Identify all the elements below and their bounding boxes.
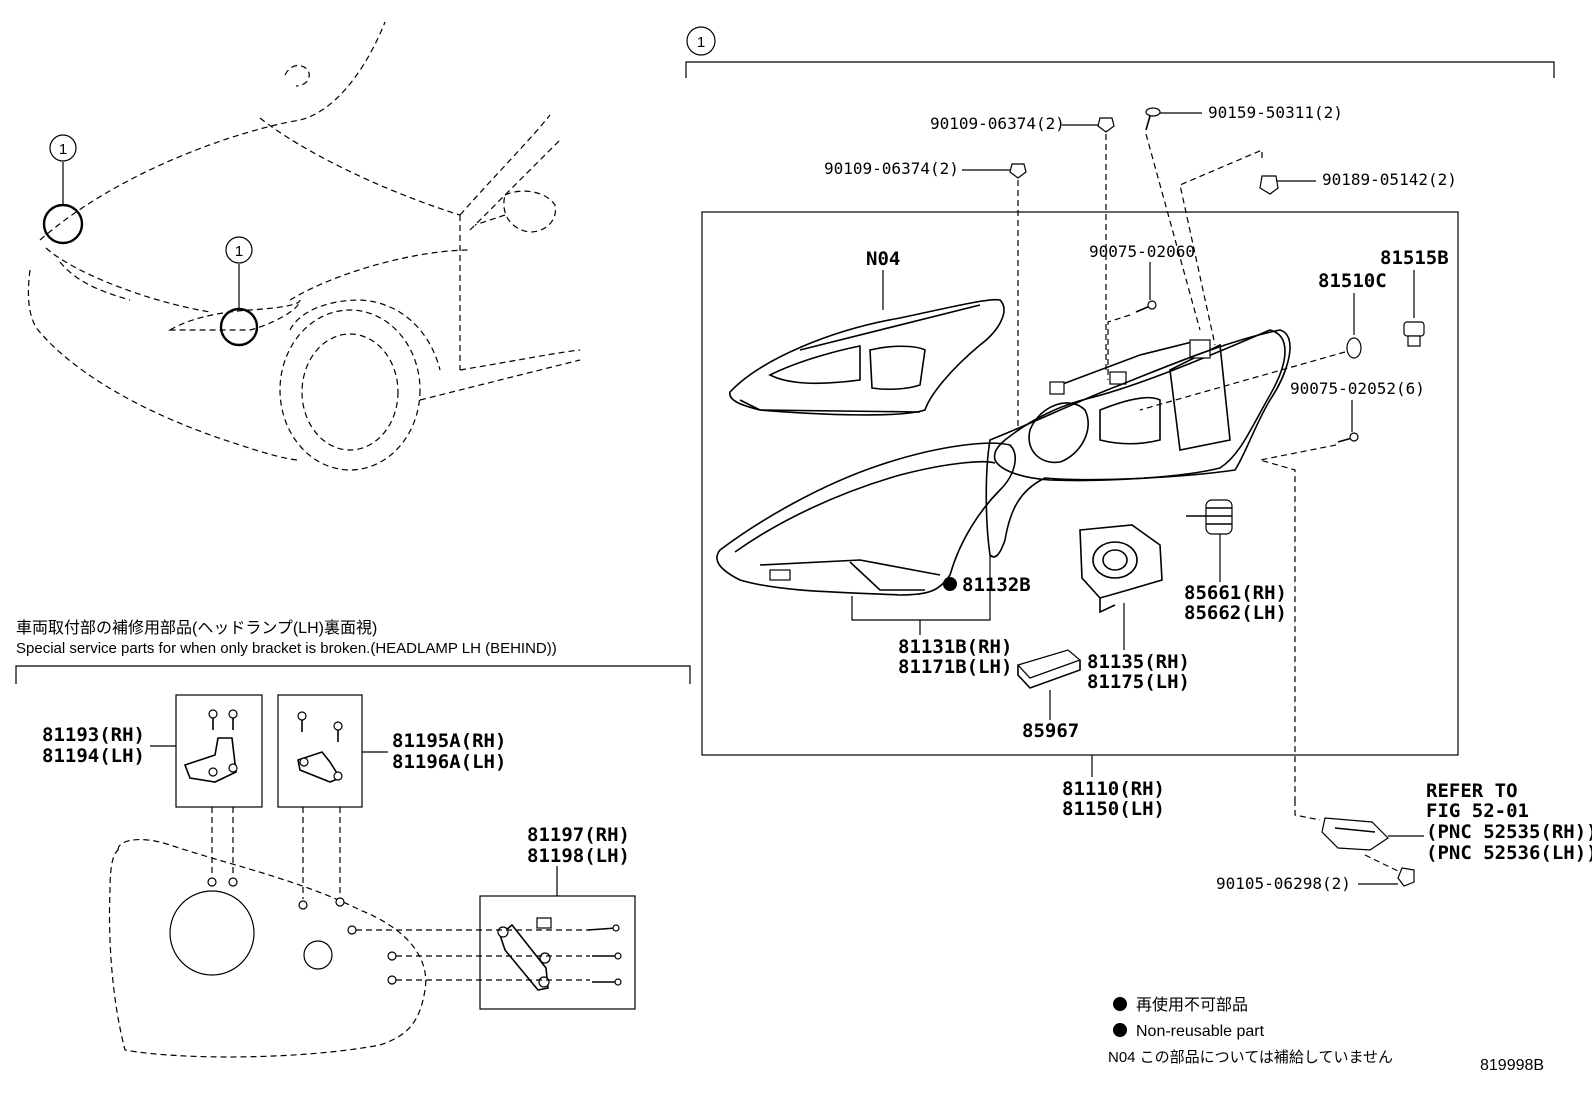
headlamp-lh-marker [219,307,259,347]
gasket-81132b [985,329,1291,558]
label-refer-to: REFER TO [1426,780,1518,802]
legend-dot-jp [1113,997,1127,1011]
headlamp-rh-marker [42,203,84,245]
ref-num-1b: 1 [235,243,243,260]
label-81135-rh: 81135(RH) [1087,651,1190,673]
car-front-illustration: 1 1 [27,21,581,471]
bulb-icon [1139,337,1362,411]
special-service-section: 車両取付部の補修用部品(ヘッドランプ(LH)裏面視) Special servi… [15,618,691,1058]
label-81171b-lh: 81171B(LH) [898,656,1012,678]
label-81132b: 81132B [962,574,1031,596]
lamp-opening-small [303,940,333,970]
ref-circle-1b [225,236,253,264]
section-title-jp: 車両取付部の補修用部品(ヘッドランプ(LH)裏面視) [16,618,377,637]
ecu-module [1016,649,1082,689]
projector-bracket [1079,524,1163,614]
legend: 再使用不可部品 Non-reusable part N04 この部品については補… [1108,996,1544,1074]
figure-id: 819998B [1480,1057,1544,1074]
ref-circle-1c [686,26,716,56]
label-90109-06374-upper: 90109-06374(2) [930,114,1065,133]
bolt-icon [1097,117,1115,370]
label-81196a-lh: 81196A(LH) [392,751,506,773]
label-81110-rh: 81110(RH) [1062,778,1165,800]
bolt-icon-3 [1364,854,1415,887]
tapping-screw-icon [1107,300,1157,380]
headlamp-assembly-group: 1 90109-06374(2) 90159-50311(2) 90109-06… [685,26,1592,893]
label-81197-rh: 81197(RH) [527,824,630,846]
non-reusable-dot [943,577,957,591]
ref-num-1a: 1 [59,141,67,158]
label-fig-52-01: FIG 52-01 [1426,800,1529,822]
screw-icon-2 [1259,432,1359,800]
label-85661-rh: 85661(RH) [1184,582,1287,604]
bracket-81193-icon [183,709,238,783]
ref-num-1c: 1 [697,34,705,51]
label-81510c: 81510C [1318,270,1387,292]
label-81515b: 81515B [1380,247,1449,269]
label-pnc-52535: (PNC 52535(RH)) [1426,821,1592,843]
legend-dot-en [1113,1023,1127,1037]
bolt-icon-2 [1009,163,1027,430]
headlamp-housing [993,329,1286,482]
label-90159-50311: 90159-50311(2) [1208,103,1343,122]
assembly-box [701,211,1459,756]
label-85967: 85967 [1022,720,1079,742]
assembly-bracket [685,61,1555,78]
screw-icon [1145,107,1201,331]
ref-circle-1a [49,134,77,162]
headlamp-lens [716,442,1016,596]
headlamp-bezel-n04 [729,298,1005,416]
label-81175-lh: 81175(LH) [1087,671,1190,693]
section-title-en: Special service parts for when only brac… [16,640,557,657]
label-81195a-rh: 81195A(RH) [392,730,506,752]
bracket-box-81195 [277,694,363,808]
label-pnc-52536: (PNC 52536(LH)) [1426,842,1592,864]
label-85662-lh: 85662(LH) [1184,602,1287,624]
label-90075-02060: 90075-02060 [1089,242,1195,261]
bracket-81197-icon [497,917,622,991]
leveling-motor-icon [1186,499,1233,535]
bulb-socket-icon [1403,321,1425,347]
bracket-box-81197 [479,895,636,1010]
label-n04: N04 [866,248,900,270]
lamp-opening-large [169,890,255,976]
bracket-box-81193 [175,694,263,808]
label-81194-lh: 81194(LH) [42,745,145,767]
label-81198-lh: 81198(LH) [527,845,630,867]
legend-n04-note: N04 この部品については補給していません [1108,1049,1393,1066]
label-81131b-rh: 81131B(RH) [898,636,1012,658]
clip-icon [1179,149,1279,346]
section-bracket [15,665,691,684]
label-90109-06374-lower: 90109-06374(2) [824,159,959,178]
headlamp-housing-back [108,839,427,1058]
label-90105-06298: 90105-06298(2) [1216,874,1351,893]
label-90189-05142: 90189-05142(2) [1322,170,1457,189]
legend-text-jp: 再使用不可部品 [1136,996,1248,1014]
label-81150-lh: 81150(LH) [1062,798,1165,820]
bracket-81195-icon [297,711,343,783]
legend-text-en: Non-reusable part [1136,1023,1265,1040]
label-81193-rh: 81193(RH) [42,724,145,746]
label-90075-02052: 90075-02052(6) [1290,379,1425,398]
headlamp-bracket-ref [1321,817,1389,851]
